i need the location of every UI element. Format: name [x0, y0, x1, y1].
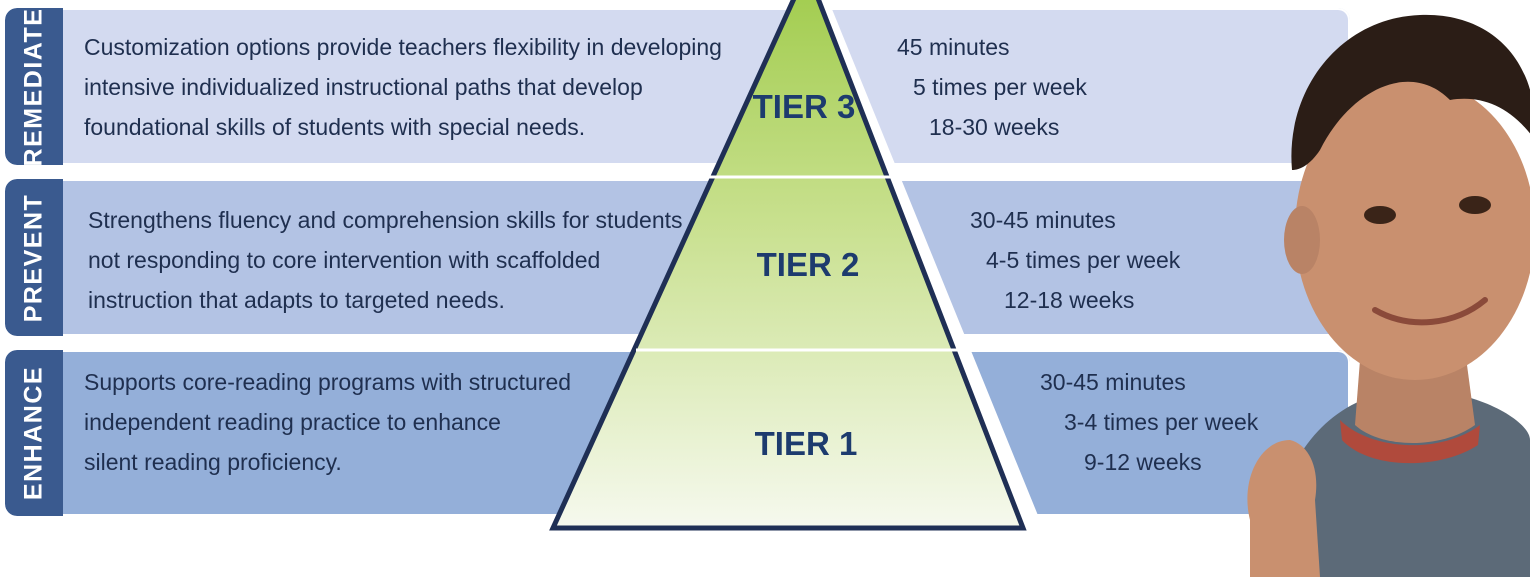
category-tab-remediate: REMEDIATE	[5, 8, 63, 165]
hair-shape	[1291, 14, 1530, 170]
description-line: Customization options provide teachers f…	[84, 34, 722, 60]
tier-3-description: Customization options provide teachers f…	[84, 27, 724, 147]
schedule-frequency: 4-5 times per week	[986, 247, 1181, 273]
tier-2-description: Strengthens fluency and comprehension sk…	[88, 200, 728, 320]
schedule-frequency: 5 times per week	[913, 74, 1087, 100]
tier-1-description: Supports core-reading programs with stru…	[84, 362, 724, 482]
tier-2-schedule: 30-45 minutes 4-5 times per week 12-18 w…	[970, 200, 1180, 320]
tier-1-schedule: 30-45 minutes 3-4 times per week 9-12 we…	[1040, 362, 1258, 482]
tier-2-label: TIER 2	[756, 246, 860, 283]
description-line: instruction that adapts to targeted need…	[88, 287, 505, 313]
thumb-shape	[1247, 440, 1320, 577]
description-line: Strengthens fluency and comprehension sk…	[88, 207, 683, 233]
description-line: independent reading practice to enhance	[84, 409, 501, 435]
description-line: silent reading proficiency.	[84, 449, 342, 475]
face-shape	[1295, 80, 1530, 380]
category-tab-enhance: ENHANCE	[5, 350, 63, 516]
left-eye	[1364, 206, 1396, 224]
pyramid-shape	[549, 0, 1027, 531]
schedule-frequency: 3-4 times per week	[1064, 409, 1259, 435]
ear-shape	[1284, 206, 1320, 274]
description-line: Supports core-reading programs with stru…	[84, 369, 572, 395]
tier-band-remediate: REMEDIATE	[5, 8, 1350, 165]
schedule-length: 9-12 weeks	[1084, 449, 1202, 475]
schedule-duration: 30-45 minutes	[970, 207, 1116, 233]
tier-3-schedule: 45 minutes 5 times per week 18-30 weeks	[897, 27, 1087, 147]
schedule-length: 18-30 weeks	[929, 114, 1060, 140]
tier-3-label: TIER 3	[752, 88, 856, 125]
description-line: foundational skills of students with spe…	[84, 114, 586, 140]
schedule-duration: 45 minutes	[897, 34, 1010, 60]
smile-shape	[1372, 297, 1488, 326]
right-eye	[1459, 196, 1491, 214]
description-line: not responding to core intervention with…	[88, 247, 601, 273]
description-line: intensive individualized instructional p…	[84, 74, 643, 100]
schedule-duration: 30-45 minutes	[1040, 369, 1186, 395]
collar-shape	[1340, 420, 1480, 464]
student-photo-icon	[1247, 14, 1530, 577]
tier-1-label: TIER 1	[754, 425, 858, 462]
category-tab-prevent: PREVENT	[5, 179, 63, 336]
schedule-length: 12-18 weeks	[1004, 287, 1135, 313]
